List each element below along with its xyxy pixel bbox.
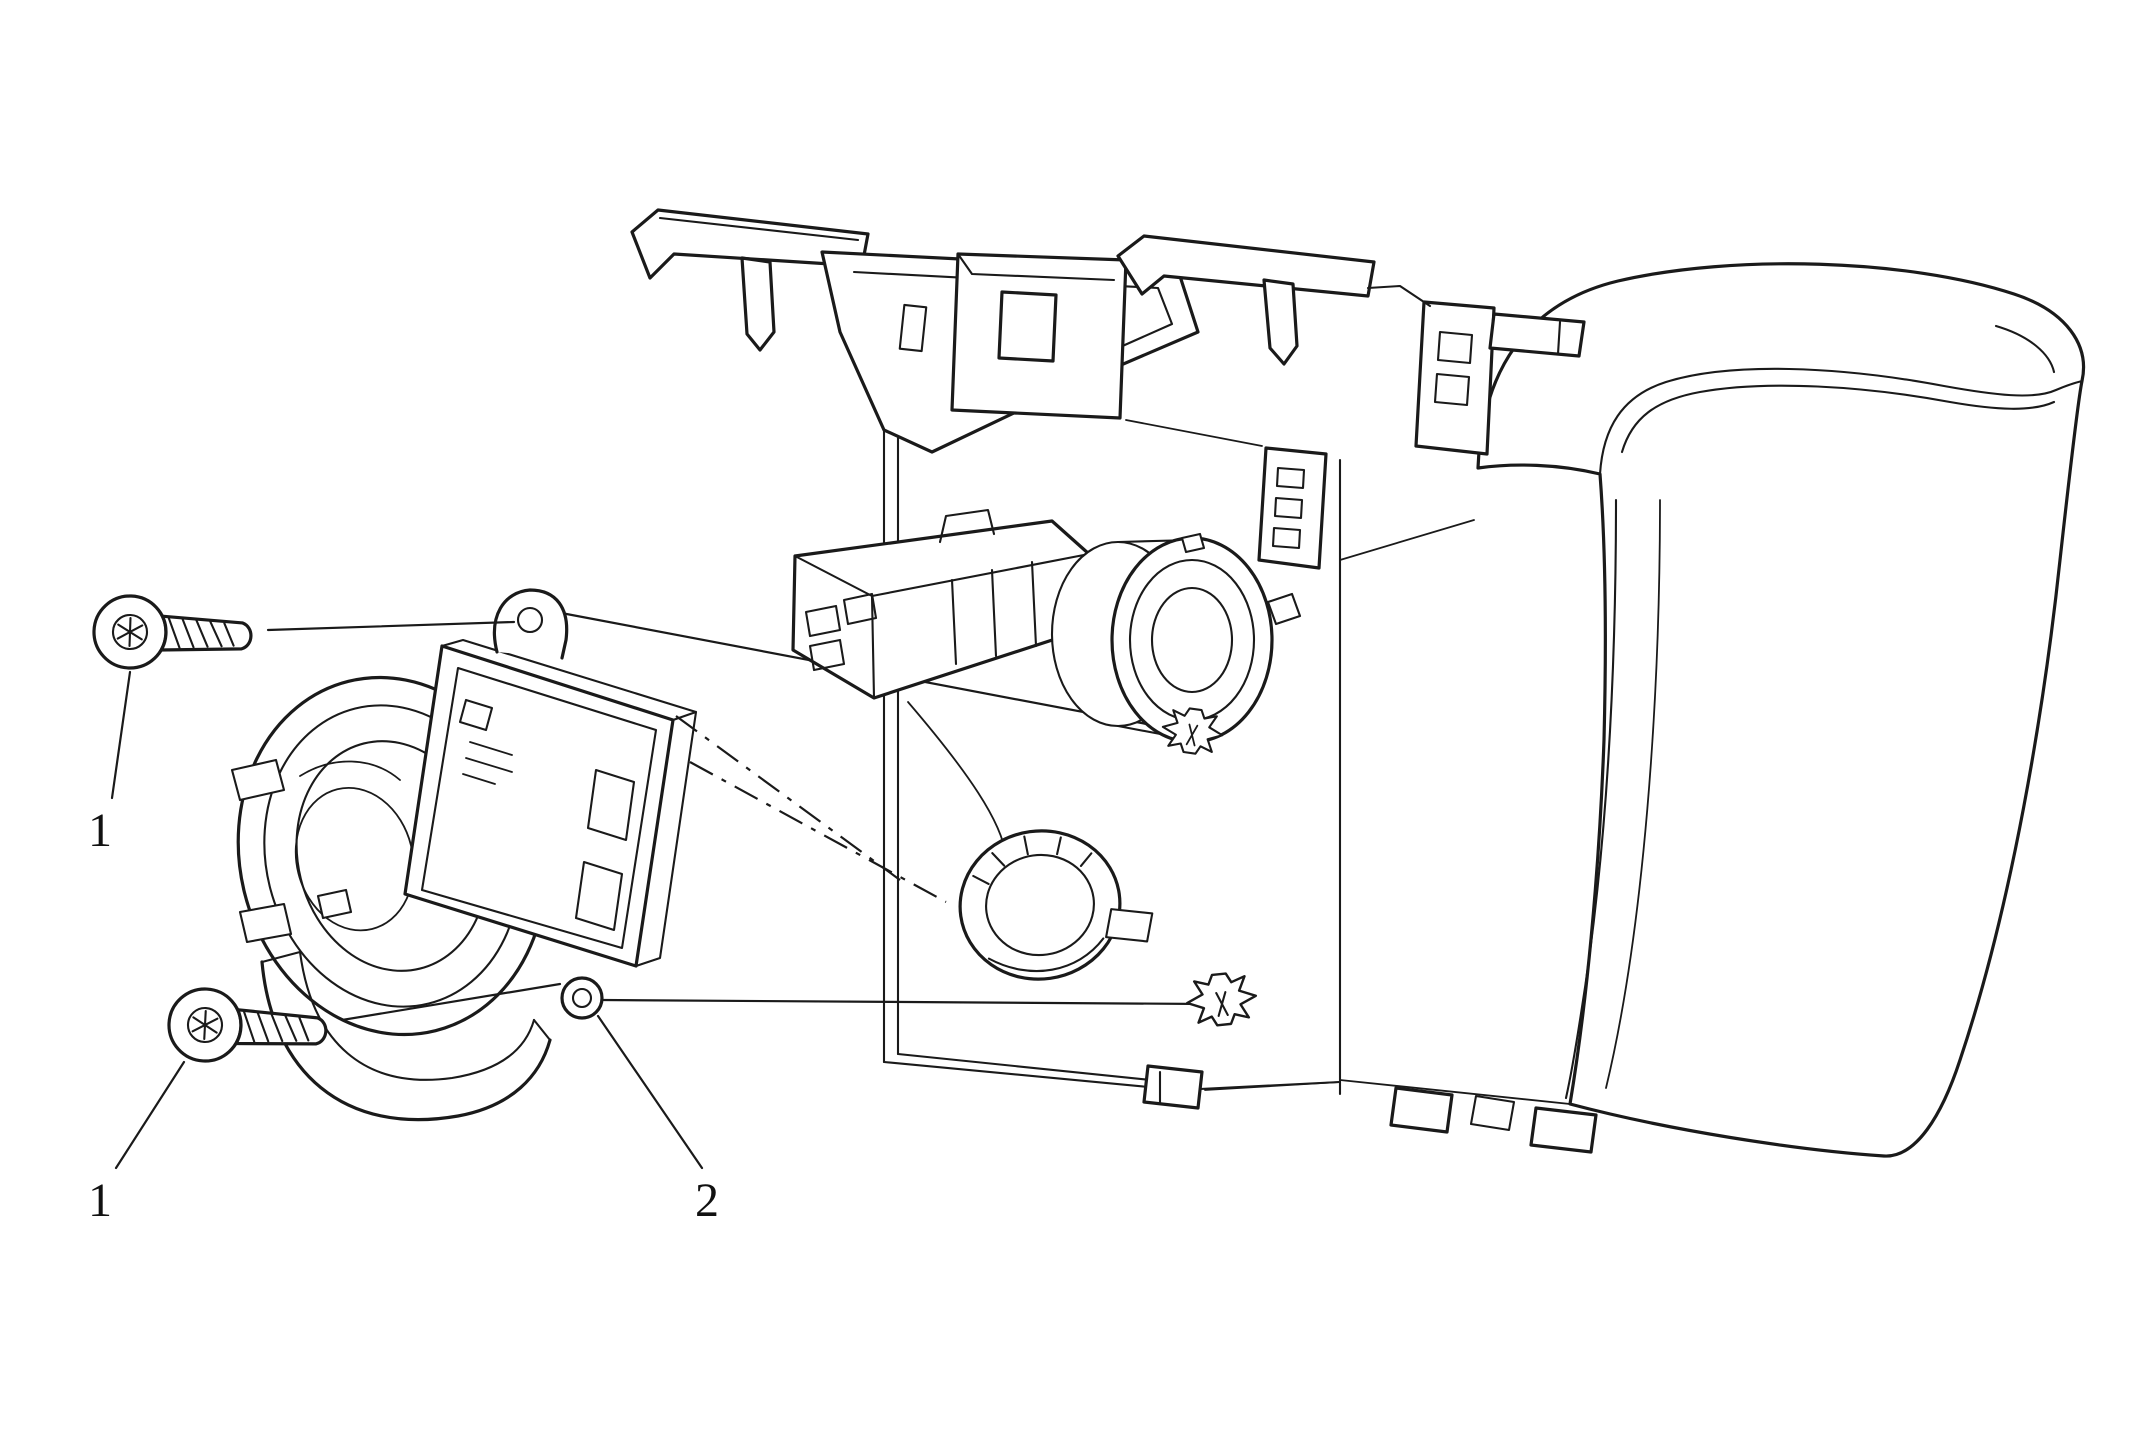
console-frame: [882, 419, 1598, 1154]
screw-lower: [165, 985, 330, 1069]
control-module: [403, 588, 698, 1020]
grommet: [958, 829, 1154, 981]
callout-1-lower-label: 1: [88, 1174, 112, 1227]
callout-2-label: 2: [695, 1174, 719, 1227]
callout-leader-lines: [110, 620, 704, 1170]
callout-1-upper-label: 1: [88, 804, 112, 857]
connector-block: [791, 508, 1091, 700]
upper-bracket-assembly: [630, 208, 1586, 456]
console-trim-panel: [1469, 262, 2085, 1158]
screw-upper: [91, 593, 254, 674]
retainer-clip-lower: [1183, 969, 1260, 1030]
